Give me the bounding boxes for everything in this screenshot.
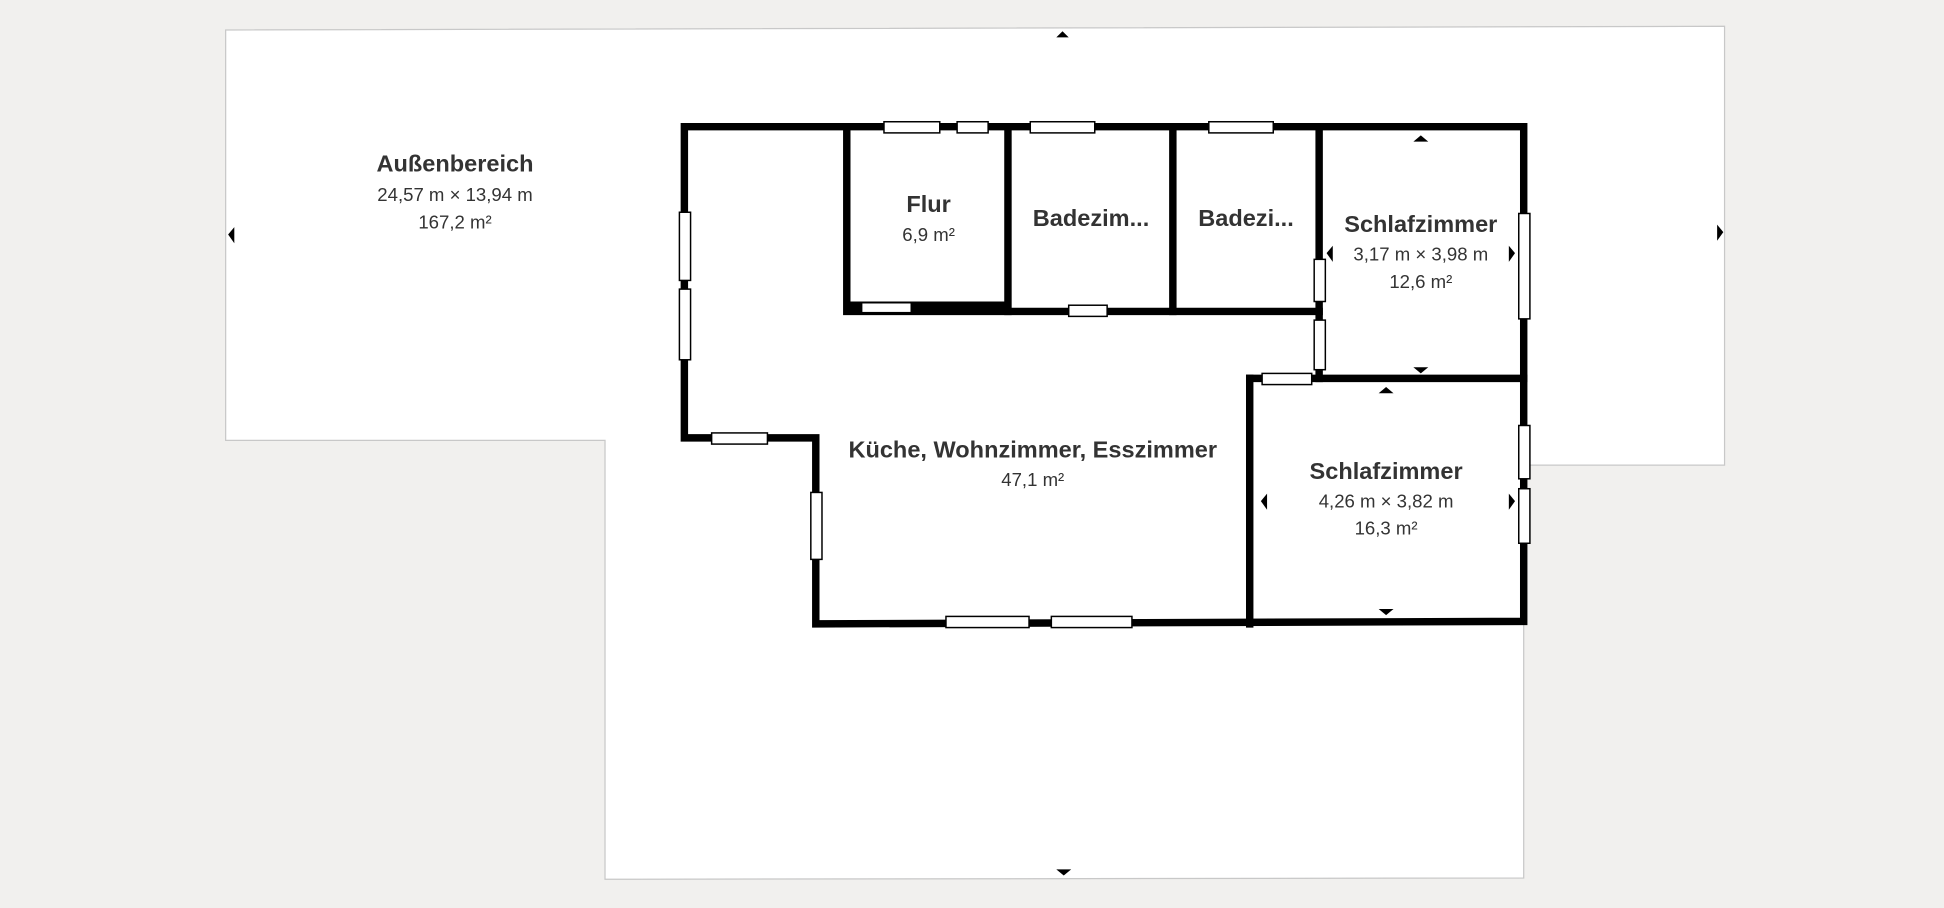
room-label-bathroom-2[interactable]: Badezi... — [1198, 205, 1294, 231]
room-name: Flur — [906, 191, 950, 217]
window — [810, 491, 823, 561]
arrow-right-icon[interactable] — [1717, 224, 1724, 241]
room-name: Schlafzimmer — [1310, 458, 1463, 484]
arrow-left-icon[interactable] — [228, 227, 235, 244]
room-area: 16,3 m² — [1355, 518, 1418, 539]
window — [883, 120, 941, 134]
arrow-up-icon[interactable] — [1378, 387, 1394, 394]
room-name: Schlafzimmer — [1344, 211, 1497, 237]
room-name: Küche, Wohnzimmer, Esszimmer — [848, 437, 1217, 463]
room-area: 12,6 m² — [1389, 271, 1452, 292]
room-area: 167,2 m² — [418, 211, 491, 232]
door — [1313, 258, 1327, 303]
arrow-right-icon[interactable] — [1508, 245, 1516, 262]
arrow-left-icon[interactable] — [1326, 245, 1333, 262]
window — [945, 615, 1030, 629]
window — [1050, 615, 1133, 629]
resize-handles[interactable] — [228, 31, 1724, 876]
door — [1067, 304, 1108, 318]
arrow-up-icon[interactable] — [1056, 31, 1069, 38]
arrow-left-icon[interactable] — [1260, 493, 1268, 510]
windows-doors — [678, 120, 1531, 629]
room-label-outdoor[interactable]: Außenbereich 24,57 m × 13,94 m 167,2 m² — [376, 150, 533, 232]
room-name: Außenbereich — [376, 150, 533, 176]
room-label-bedroom-2[interactable]: Schlafzimmer 4,26 m × 3,82 m 16,3 m² — [1310, 458, 1463, 539]
window — [1518, 212, 1531, 320]
window — [678, 288, 692, 361]
window — [1208, 120, 1275, 134]
room-name: Badezi... — [1198, 205, 1294, 231]
window — [678, 211, 692, 282]
door — [860, 302, 912, 314]
arrow-down-icon[interactable] — [1378, 608, 1394, 616]
room-name: Badezim... — [1033, 205, 1149, 231]
door — [1261, 372, 1313, 386]
window — [1518, 424, 1531, 480]
arrow-right-icon[interactable] — [1508, 493, 1516, 510]
window — [710, 432, 769, 445]
room-dimensions: 3,17 m × 3,98 m — [1353, 244, 1488, 265]
exterior-wall — [680, 122, 1528, 628]
room-label-bedroom-1[interactable]: Schlafzimmer 3,17 m × 3,98 m 12,6 m² — [1344, 211, 1497, 292]
arrow-down-icon[interactable] — [1413, 367, 1429, 374]
room-label-living[interactable]: Küche, Wohnzimmer, Esszimmer 47,1 m² — [848, 437, 1217, 491]
window — [1518, 487, 1531, 545]
room-label-flur[interactable]: Flur 6,9 m² — [902, 191, 955, 245]
window — [956, 120, 989, 134]
room-area: 47,1 m² — [1001, 469, 1064, 490]
arrow-up-icon[interactable] — [1413, 135, 1429, 142]
room-area: 6,9 m² — [902, 224, 955, 245]
door — [1313, 319, 1327, 371]
room-dimensions: 24,57 m × 13,94 m — [377, 184, 532, 205]
arrow-down-icon[interactable] — [1056, 869, 1072, 876]
room-label-bathroom-1[interactable]: Badezim... — [1033, 205, 1149, 231]
window — [1029, 120, 1096, 134]
room-dimensions: 4,26 m × 3,82 m — [1319, 490, 1454, 511]
